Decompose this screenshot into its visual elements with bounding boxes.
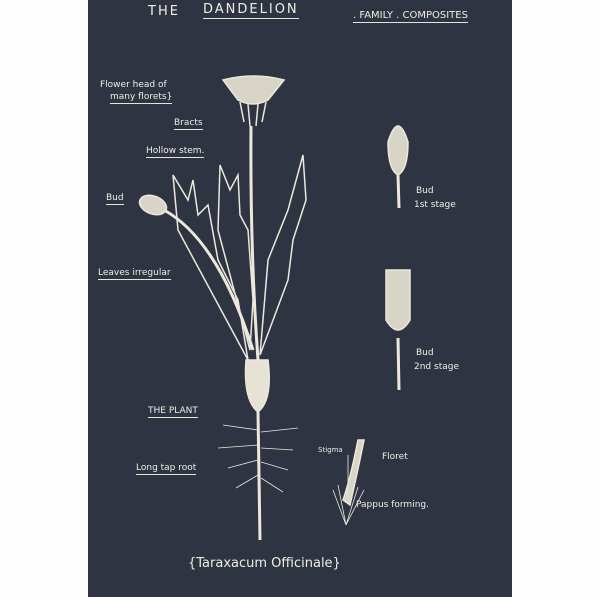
bracts	[239, 101, 267, 127]
leaf	[172, 174, 249, 361]
dandelion-drawing	[138, 75, 411, 541]
flower-head	[221, 75, 286, 105]
bud-stem	[163, 208, 255, 351]
label-flower-head-2: many florets}	[110, 92, 173, 104]
label-tap-root: Long tap root	[136, 463, 197, 475]
rootlets	[217, 424, 299, 493]
label-bud1-stage: 1st stage	[414, 200, 456, 210]
label-hollow-stem: Hollow stem.	[146, 146, 205, 158]
label-bracts: Bracts	[174, 118, 203, 130]
family-label: . FAMILY . COMPOSITES	[353, 10, 468, 23]
label-flower-head: Flower head of	[100, 80, 167, 90]
title-dandelion: DANDELION	[203, 2, 299, 19]
chalkboard-illustration: THE DANDELION . FAMILY . COMPOSITES Flow…	[88, 0, 512, 597]
label-the-plant: THE PLANT	[148, 406, 198, 418]
label-bud: Bud	[106, 193, 124, 205]
tap-root	[256, 411, 262, 541]
floret-drawing	[342, 439, 365, 507]
label-leaves: Leaves irregular	[98, 268, 171, 280]
latin-name: {Taraxacum Officinale}	[188, 556, 341, 571]
label-floret: Floret	[382, 452, 408, 462]
label-stigma: Stigma	[318, 446, 343, 454]
label-bud2-stage: 2nd stage	[414, 362, 459, 372]
bud-1st-stage	[387, 125, 409, 176]
bud-drawing	[138, 194, 168, 216]
leaf	[259, 154, 307, 356]
leaf	[217, 164, 254, 351]
hollow-stem	[249, 125, 260, 361]
label-pappus: Pappus forming.	[356, 500, 429, 510]
title-the: THE	[148, 4, 180, 19]
label-bud2: Bud	[416, 348, 434, 358]
plant-base	[244, 359, 270, 413]
bud-2nd-stage	[385, 269, 411, 331]
label-bud1: Bud	[416, 186, 434, 196]
